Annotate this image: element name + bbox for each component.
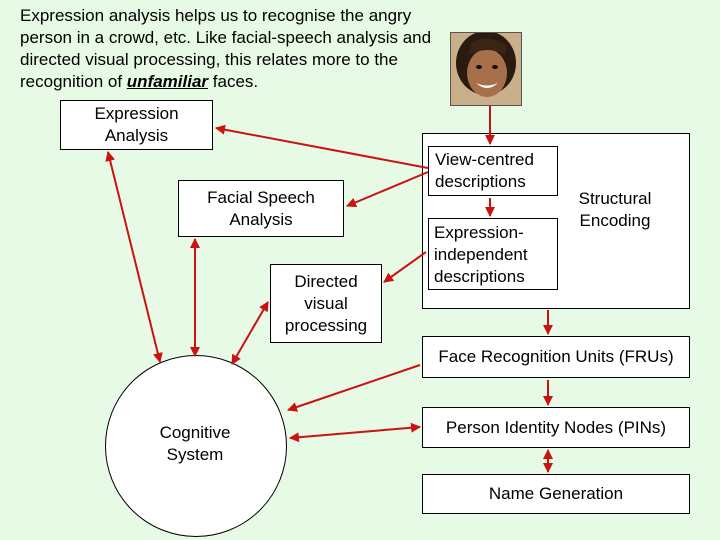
expression-independent-descriptions-label: Expression-independent descriptions <box>434 223 528 286</box>
arrow-expression-to-cognitive <box>105 151 163 363</box>
directed-visual-processing-label: Directed visual processing <box>284 271 368 335</box>
name-generation-box: Name Generation <box>422 474 690 514</box>
face-recognition-units-label: Face Recognition Units (FRUs) <box>438 347 674 366</box>
name-generation-label: Name Generation <box>488 484 624 503</box>
directed-visual-processing-box: Directed visual processing <box>270 264 382 343</box>
person-identity-nodes-box: Person Identity Nodes (PINs) <box>422 407 690 448</box>
intro-text-end: faces. <box>208 72 259 91</box>
intro-text-main: Expression analysis helps us to recognis… <box>20 6 432 91</box>
intro-emphasis: unfamiliar <box>126 72 209 91</box>
arrow-view-to-expression-analysis <box>215 124 429 169</box>
structural-encoding-label: Structural Encoding <box>578 189 652 230</box>
expression-analysis-label: Expression Analysis <box>94 104 179 145</box>
person-identity-nodes-label: Person Identity Nodes (PINs) <box>445 417 667 437</box>
expression-analysis-box: Expression Analysis <box>60 100 213 150</box>
face-photo <box>450 32 522 106</box>
arrow-pin-to-cognitive <box>289 422 421 443</box>
view-centred-descriptions-label: View-centred descriptions <box>435 150 534 191</box>
facial-speech-analysis-label: Facial Speech Analysis <box>207 187 315 229</box>
facial-speech-analysis-box: Facial Speech Analysis <box>178 180 344 237</box>
face-recognition-units-box: Face Recognition Units (FRUs) <box>422 336 690 378</box>
arrow-fru-to-cognitive <box>287 364 421 412</box>
arrow-view-to-facial-speech <box>346 171 429 208</box>
arrow-view-to-directed-visual <box>383 251 427 283</box>
arrow-directed-to-cognitive <box>231 301 269 365</box>
intro-text: Expression analysis helps us to recognis… <box>20 5 440 93</box>
view-centred-descriptions-box: View-centred descriptions <box>428 146 558 196</box>
cognitive-system-circle <box>105 355 287 537</box>
cognitive-system-label: Cognitive System <box>159 423 231 464</box>
expression-independent-descriptions-box: Expression-independent descriptions <box>428 218 558 290</box>
